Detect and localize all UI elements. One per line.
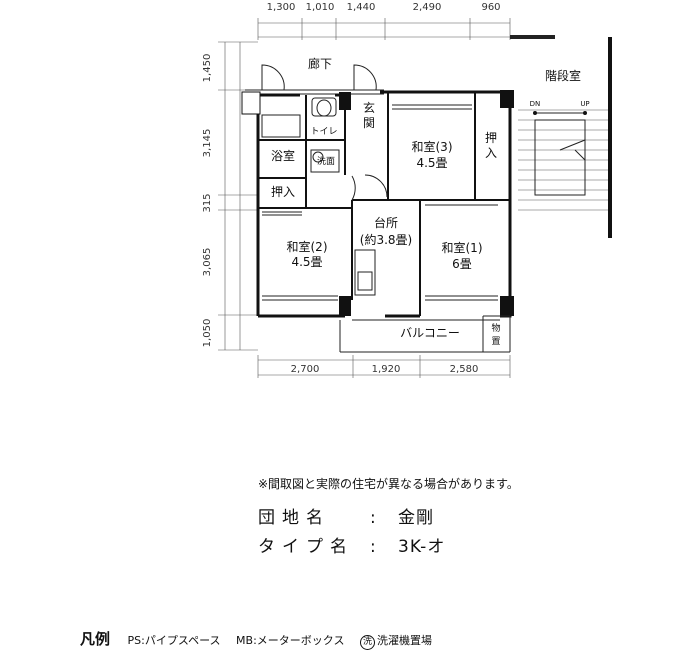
kitchen-size: (約3.8畳): [360, 232, 412, 247]
pillar-top-right: [500, 90, 514, 108]
washitsu1-size: 6畳: [452, 257, 472, 271]
left-dim-4: 3,065: [202, 248, 213, 277]
corridor-label: 廊下: [308, 56, 332, 71]
legend-mb: MB:メーターボックス: [236, 634, 345, 647]
complex-separator: :: [370, 508, 377, 528]
type-name-row: タイプ名: 3K-オ: [258, 532, 445, 557]
top-dim-5: 960: [481, 2, 500, 13]
storage-label-1: 物: [491, 322, 500, 334]
type-value: 3K-オ: [398, 537, 446, 557]
kitchen-fixtures: [351, 174, 388, 296]
complex-name-row: 団地名: 金剛: [258, 503, 434, 528]
left-dim-5: 1,050: [202, 319, 213, 348]
left-dimension-line: [218, 41, 258, 351]
disclaimer-note: ※間取図と実際の住宅が異なる場合があります。: [258, 477, 519, 491]
complex-label: 団地名: [258, 508, 330, 528]
washitsu2-size: 4.5畳: [291, 255, 322, 269]
top-dimension-line: [257, 18, 555, 40]
balcony-label: バルコニー: [400, 326, 460, 340]
bottom-dim-3: 2,580: [450, 364, 479, 375]
floor-plan: 1,300 1,010 1,440 2,490 960 1,450 3,145 …: [202, 2, 612, 378]
left-dim-3: 315: [202, 193, 213, 212]
top-dim-1: 1,300: [267, 2, 296, 13]
outer-walls: [256, 90, 512, 318]
legend-wash: 洗濯機置場: [376, 634, 432, 647]
type-label: タイプ名: [258, 537, 354, 557]
entrance-label-1: 玄: [363, 100, 375, 115]
legend-ps: PS:パイプスペース: [127, 634, 221, 647]
bottom-dim-2: 1,920: [372, 364, 401, 375]
stair-down-label: DN: [530, 100, 541, 108]
toilet-label: トイレ: [310, 127, 337, 137]
bottom-dim-1: 2,700: [291, 364, 320, 375]
washitsu2-name: 和室(2): [287, 239, 328, 254]
washitsu1-name: 和室(1): [442, 240, 483, 255]
pillar-bottom-mid: [339, 296, 351, 316]
top-dim-3: 1,440: [347, 2, 376, 13]
closet-right-label-2: 入: [485, 146, 497, 160]
closet-left-label: 押入: [271, 185, 295, 199]
pipe-space: [241, 91, 261, 115]
interior-walls: [258, 92, 510, 316]
type-separator: :: [370, 537, 377, 557]
top-dim-2: 1,010: [306, 2, 335, 13]
bottom-dimension-line: [257, 355, 511, 378]
pillar-bottom-right: [500, 296, 514, 316]
left-dim-1: 1,450: [202, 54, 213, 83]
washitsu3-name: 和室(3): [412, 139, 453, 154]
sliding-doors: [262, 104, 511, 353]
left-dim-2: 3,145: [202, 129, 213, 158]
bath-fixtures: [261, 97, 340, 173]
legend: 凡例 PS:パイプスペース MB:メーターボックス 洗洗濯機置場: [80, 628, 432, 650]
stair-up-label: UP: [580, 100, 589, 108]
legend-title: 凡例: [80, 630, 111, 648]
washitsu3-size: 4.5畳: [416, 156, 447, 170]
closet-right-label-1: 押: [485, 131, 497, 145]
pillar-top-mid: [339, 92, 351, 110]
stairwell-label: 階段室: [545, 68, 581, 83]
kitchen-name: 台所: [374, 215, 398, 230]
entrance-label-2: 関: [363, 116, 375, 130]
washer-label: 洗面: [317, 155, 335, 167]
top-dim-4: 2,490: [413, 2, 442, 13]
bath-label: 浴室: [271, 148, 295, 163]
complex-value: 金剛: [398, 508, 434, 528]
wash-symbol-icon: 洗: [359, 635, 375, 650]
storage-label-2: 置: [491, 336, 500, 347]
stairwell: [518, 37, 612, 238]
